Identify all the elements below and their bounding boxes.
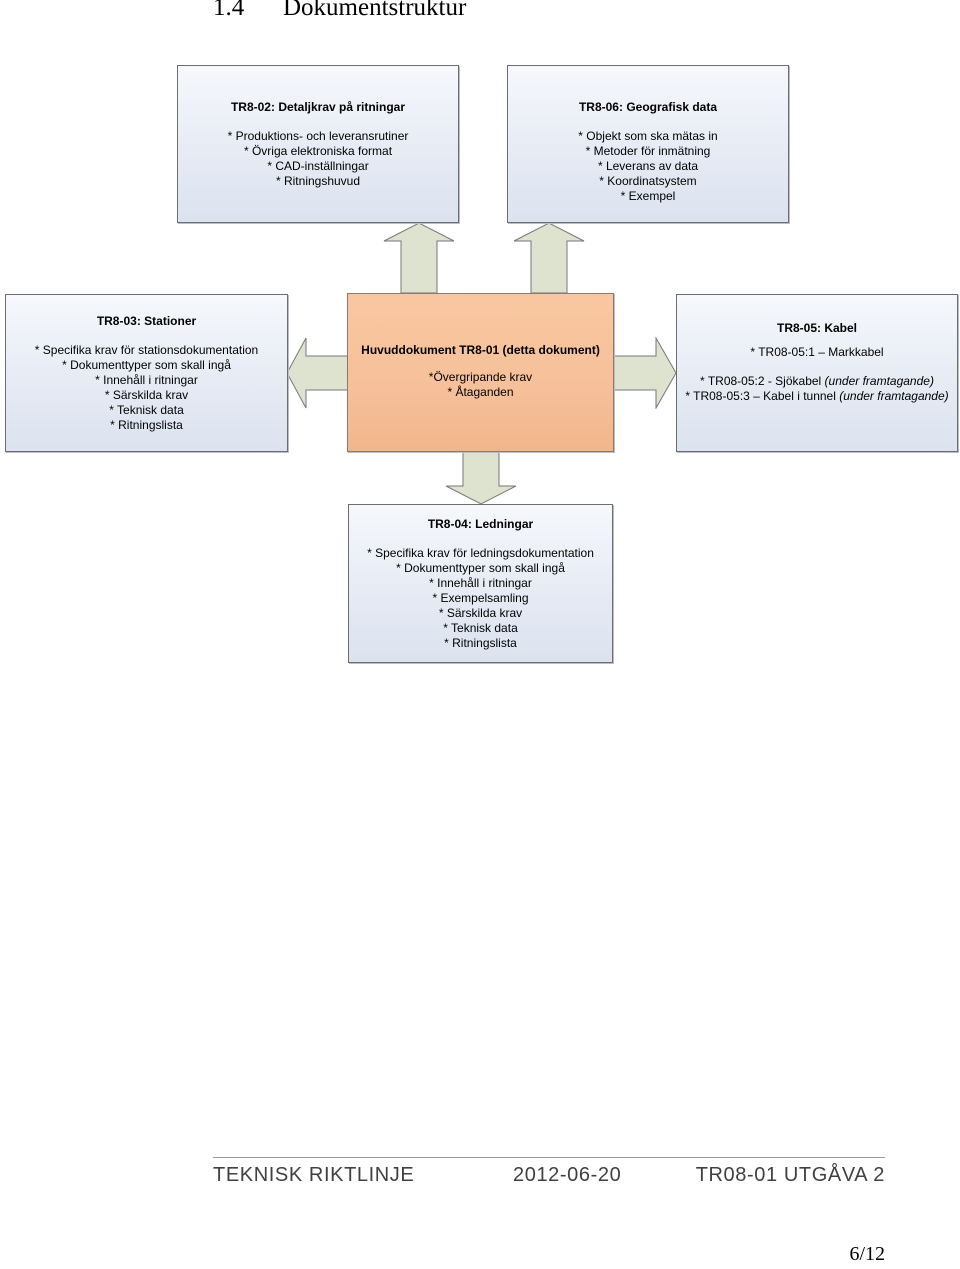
box-tr8-05-item-note: (under framtagande) — [824, 374, 934, 388]
box-tr8-05-item-text: * TR08-05:3 – Kabel i tunnel — [685, 389, 840, 403]
box-tr8-04-title: TR8-04: Ledningar — [427, 517, 534, 531]
box-tr8-04-item: * Särskilda krav — [438, 606, 523, 620]
box-tr8-02-title: TR8-02: Detaljkrav på ritningar — [230, 100, 406, 114]
box-tr8-02-item: * CAD-inställningar — [267, 159, 369, 173]
box-main-item: * Åtaganden — [447, 385, 514, 399]
section-heading: 1.4 Dokumentstruktur — [213, 0, 466, 22]
box-tr8-06-item: * Exempel — [620, 189, 676, 203]
box-tr8-04-item: * Teknisk data — [443, 621, 518, 635]
arrow-up-right-icon — [513, 222, 585, 294]
box-tr8-06-item: * Leverans av data — [597, 159, 699, 173]
box-tr8-05-title: TR8-05: Kabel — [776, 321, 858, 335]
box-tr8-04-item: * Ritningslista — [444, 636, 517, 650]
page-footer: TEKNISK RIKTLINJE 2012-06-20 TR08-01 UTG… — [213, 1157, 885, 1186]
box-tr8-02-item: * Övriga elektroniska format — [243, 144, 393, 158]
box-tr8-03-item: * Specifika krav för stationsdokumentati… — [34, 343, 259, 357]
footer-document-type: TEKNISK RIKTLINJE — [213, 1164, 415, 1186]
box-tr8-03-item: * Dokumenttyper som skall ingå — [62, 358, 231, 372]
box-tr8-06: TR8-06: Geografisk data * Objekt som ska… — [507, 65, 789, 223]
box-tr8-05-item: * TR08-05:1 – Markkabel — [750, 345, 884, 359]
box-tr8-06-item: * Metoder för inmätning — [585, 144, 711, 158]
box-tr8-05-item: * TR08-05:3 – Kabel i tunnel (under fram… — [677, 389, 957, 404]
arrow-up-left-icon — [383, 222, 455, 294]
box-tr8-06-title: TR8-06: Geografisk data — [578, 100, 718, 114]
box-tr8-02-item: * Ritningshuvud — [275, 174, 361, 188]
box-main-title: Huvuddokument TR8-01 (detta dokument) — [361, 343, 600, 357]
arrow-right-icon — [612, 337, 677, 409]
box-tr8-03-item: * Innehåll i ritningar — [95, 373, 198, 387]
arrow-left-icon — [286, 337, 349, 409]
box-tr8-04: TR8-04: Ledningar * Specifika krav för l… — [348, 504, 613, 663]
section-number: 1.4 — [213, 0, 245, 21]
box-tr8-05-item: * TR08-05:2 - Sjökabel (under framtagand… — [677, 374, 957, 389]
box-tr8-02: TR8-02: Detaljkrav på ritningar * Produk… — [177, 65, 459, 223]
box-main-item: *Övergripande krav — [428, 370, 533, 384]
footer-date: 2012-06-20 — [513, 1164, 622, 1186]
box-tr8-06-item: * Koordinatsystem — [599, 174, 697, 188]
box-tr8-05-item-text: * TR08-05:2 - Sjökabel — [700, 374, 825, 388]
box-main-document: Huvuddokument TR8-01 (detta dokument) *Ö… — [347, 293, 614, 452]
box-tr8-04-item: * Dokumenttyper som skall ingå — [396, 561, 565, 575]
box-tr8-03-item: * Särskilda krav — [104, 388, 189, 402]
box-tr8-04-item: * Specifika krav för ledningsdokumentati… — [367, 546, 594, 560]
arrow-down-icon — [445, 451, 517, 505]
box-tr8-03-item: * Ritningslista — [110, 418, 183, 432]
box-tr8-05-item-note: (under framtagande) — [839, 389, 949, 403]
box-tr8-03-title: TR8-03: Stationer — [96, 314, 197, 328]
box-tr8-03: TR8-03: Stationer * Specifika krav för s… — [5, 294, 288, 452]
box-tr8-02-item: * Produktions- och leveransrutiner — [227, 129, 409, 143]
box-tr8-04-item: * Exempelsamling — [432, 591, 529, 605]
section-title: Dokumentstruktur — [283, 0, 467, 21]
box-tr8-04-item: * Innehåll i ritningar — [429, 576, 532, 590]
box-tr8-03-item: * Teknisk data — [109, 403, 184, 417]
box-tr8-06-item: * Objekt som ska mätas in — [578, 129, 718, 143]
page-number: 6/12 — [849, 1243, 885, 1265]
footer-document-id: TR08-01 UTGÅVA 2 — [695, 1164, 885, 1186]
box-tr8-05: TR8-05: Kabel * TR08-05:1 – Markkabel * … — [676, 294, 958, 452]
